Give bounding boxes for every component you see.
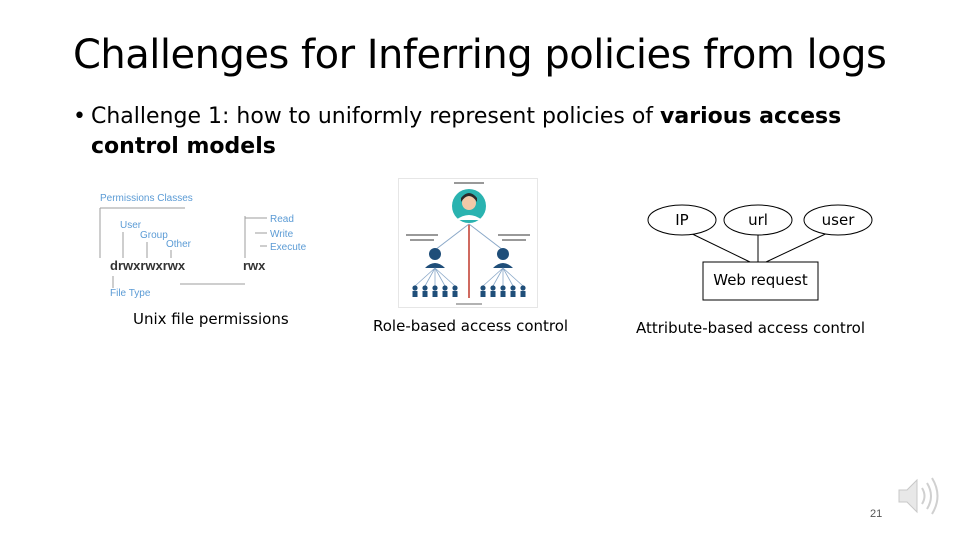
attribute-ip: IP bbox=[675, 211, 689, 229]
avatar-shoulders bbox=[456, 215, 482, 220]
link-top-left bbox=[434, 223, 470, 251]
rbac-diagram bbox=[398, 178, 538, 308]
avatar-face bbox=[462, 196, 476, 210]
abac-diagram bbox=[647, 204, 873, 301]
url-ellipse bbox=[723, 204, 793, 236]
write-label: Write bbox=[270, 229, 294, 240]
rbac-caption: Role-based access control bbox=[373, 317, 569, 335]
file-type-label: File Type bbox=[110, 288, 151, 299]
slide-number: 21 bbox=[870, 508, 883, 520]
left-team-links bbox=[414, 267, 456, 287]
bullet-text: Challenge 1: how to uniformly represent … bbox=[91, 102, 893, 162]
attribute-url: url bbox=[748, 211, 768, 229]
link-top-right bbox=[468, 223, 504, 251]
read-label: Read bbox=[270, 214, 294, 225]
unix-permissions-diagram: Permissions Classes User Group Other drw… bbox=[99, 193, 307, 299]
perm-string: drwxrwxrwx bbox=[110, 258, 186, 273]
user-ellipse bbox=[803, 204, 873, 236]
connector-user bbox=[765, 228, 837, 263]
bullet-challenge-1: • Challenge 1: how to uniformly represen… bbox=[73, 102, 893, 162]
unix-caption: Unix file permissions bbox=[133, 310, 289, 328]
perm-short: rwx bbox=[243, 258, 266, 273]
bullet-text-plain: Challenge 1: how to uniformly represent … bbox=[91, 104, 661, 129]
bullet-marker: • bbox=[73, 104, 86, 129]
right-manager-icon bbox=[493, 248, 513, 268]
slide-title: Challenges for Inferring policies from l… bbox=[73, 32, 887, 78]
right-team-links bbox=[482, 267, 524, 287]
other-label: Other bbox=[166, 239, 192, 250]
abac-caption: Attribute-based access control bbox=[636, 319, 865, 337]
left-manager-icon bbox=[425, 248, 445, 268]
ip-ellipse bbox=[647, 204, 717, 236]
execute-label: Execute bbox=[270, 242, 307, 253]
user-label: User bbox=[120, 220, 142, 231]
group-label: Group bbox=[140, 230, 168, 241]
web-request-box bbox=[702, 261, 819, 301]
web-request-label: Web request bbox=[713, 271, 808, 289]
permissions-classes-label: Permissions Classes bbox=[100, 193, 193, 204]
avatar-hair bbox=[461, 193, 477, 202]
attribute-user: user bbox=[821, 211, 855, 229]
staff-icons bbox=[412, 285, 526, 297]
bullet-text-bold: various access control models bbox=[91, 104, 842, 159]
speaker-audio-icon[interactable] bbox=[893, 474, 945, 518]
